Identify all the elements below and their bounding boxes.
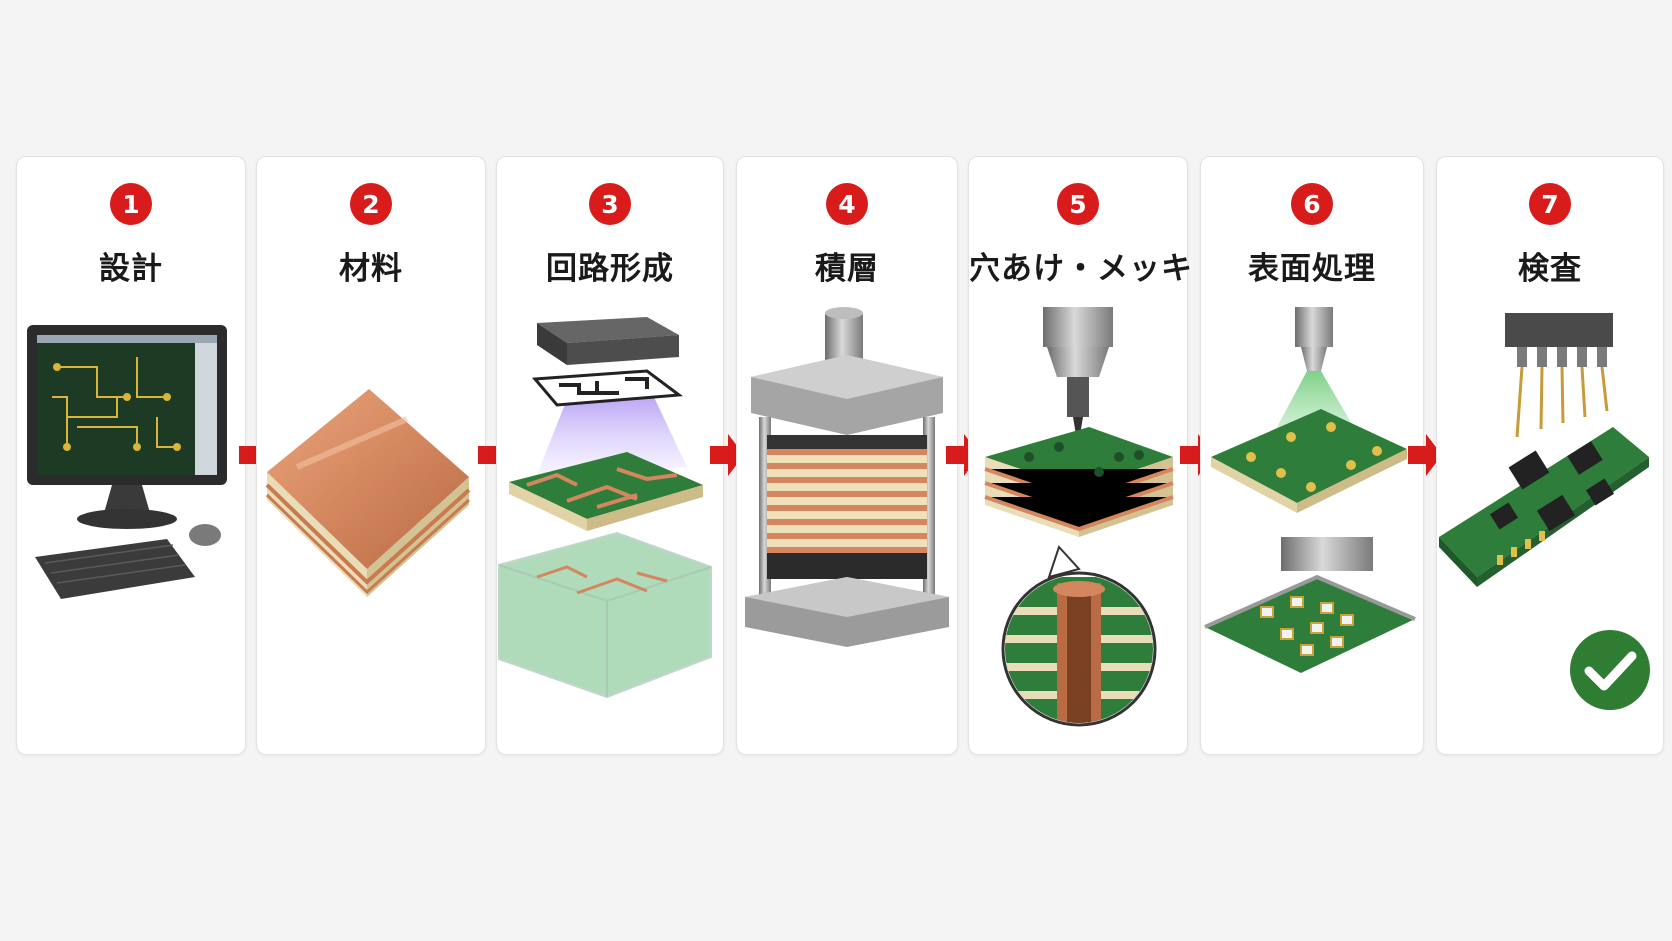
step-card-3: 3 回路形成 bbox=[496, 156, 724, 755]
step-number-badge: 4 bbox=[826, 183, 868, 225]
computer-monitor-icon bbox=[27, 325, 227, 599]
step-card-1: 1 設計 bbox=[16, 156, 246, 755]
step-number-badge: 5 bbox=[1057, 183, 1099, 225]
step-title: 表面処理 bbox=[1248, 251, 1376, 287]
inspection-probe-icon bbox=[1439, 313, 1649, 587]
step-title: 材料 bbox=[339, 251, 403, 287]
step-title: 設計 bbox=[99, 251, 163, 287]
arrow-right-icon bbox=[710, 434, 744, 476]
step-title: 回路形成 bbox=[546, 251, 674, 287]
step-number-badge: 1 bbox=[110, 183, 152, 225]
arrow-right-icon bbox=[1408, 434, 1442, 476]
drill-plating-icon bbox=[984, 307, 1174, 727]
step-card-4: 4 積層 bbox=[736, 156, 958, 755]
step-number-badge: 6 bbox=[1291, 183, 1333, 225]
step-card-2: 2 材料 bbox=[256, 156, 486, 755]
exposure-etching-icon bbox=[498, 317, 712, 699]
step-title: 積層 bbox=[815, 251, 879, 287]
step-card-7: 7 検査 bbox=[1436, 156, 1664, 755]
copper-clad-laminate-icon bbox=[265, 389, 471, 597]
step-title: 穴あけ・メッキ bbox=[969, 251, 1193, 287]
step-card-5: 5 穴あけ・メッキ bbox=[968, 156, 1193, 755]
step-number-badge: 7 bbox=[1529, 183, 1571, 225]
checkmark-icon bbox=[1570, 630, 1650, 710]
step-number-badge: 2 bbox=[350, 183, 392, 225]
spray-coating-icon bbox=[1204, 307, 1416, 673]
lamination-press-icon bbox=[745, 307, 949, 647]
step-number-badge: 3 bbox=[589, 183, 631, 225]
step-title: 検査 bbox=[1518, 251, 1582, 287]
step-card-6: 6 表面処理 bbox=[1200, 156, 1424, 755]
